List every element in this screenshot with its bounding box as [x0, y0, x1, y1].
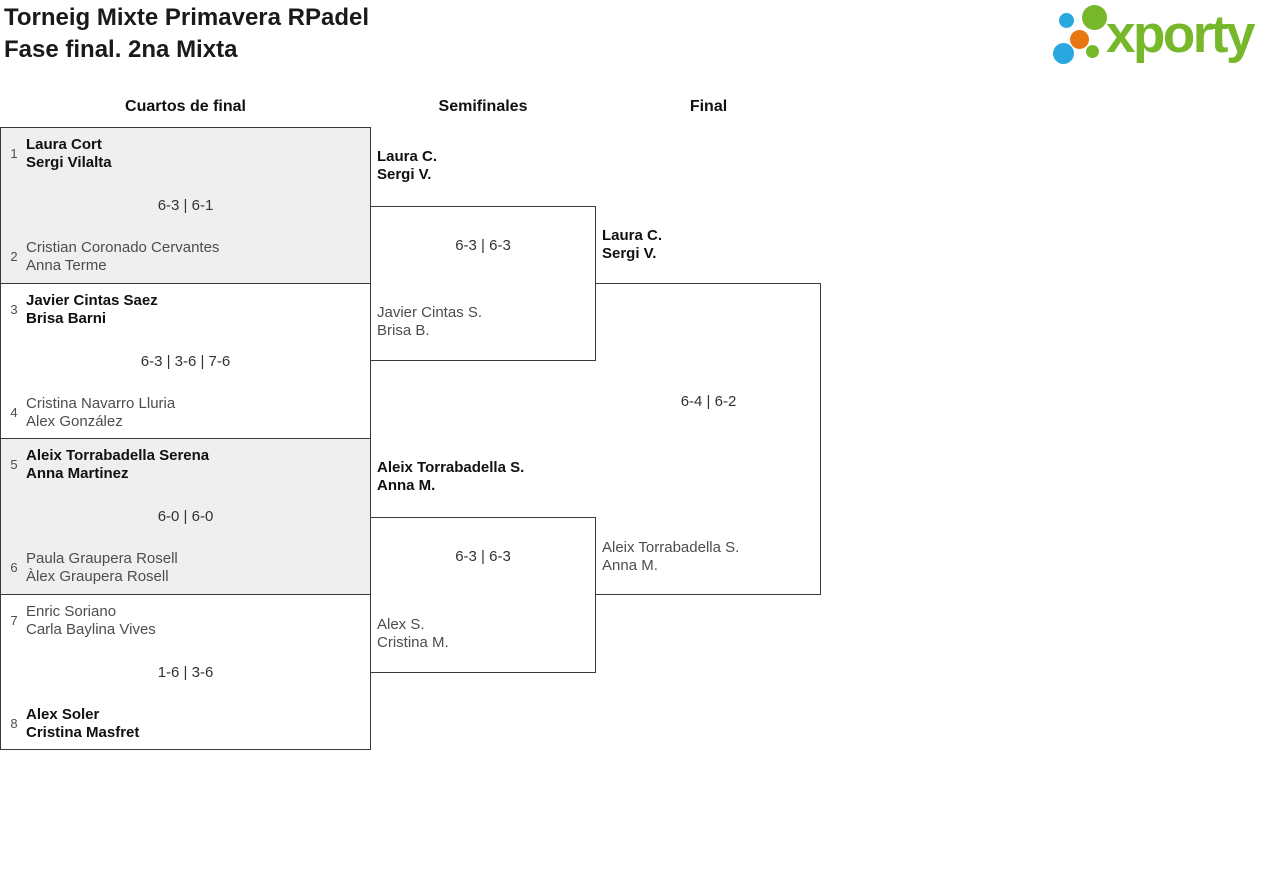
player-name: Anna Terme [26, 257, 107, 274]
qf2-team-bottom: Cristina Navarro Lluria Alex González [26, 395, 175, 431]
player-name: Cristina M. [377, 634, 449, 651]
sf1-team-bottom: Javier Cintas S. Brisa B. [377, 304, 482, 340]
sf2-team-bottom: Alex S. Cristina M. [377, 616, 449, 652]
player-name: Laura Cort [26, 136, 102, 153]
round-header-quarterfinals: Cuartos de final [125, 98, 246, 115]
qf4-team-bottom: Alex Soler Cristina Masfret [26, 706, 139, 742]
logo-dot-green-small-icon [1086, 45, 1099, 58]
player-name: Brisa Barni [26, 310, 107, 327]
qf3-score: 6-0 | 6-0 [157, 508, 214, 525]
tournament-title: Torneig Mixte Primavera RPadel [4, 4, 370, 31]
player-name: Anna Martinez [26, 465, 129, 482]
final-team-bottom: Aleix Torrabadella S. Anna M. [602, 539, 739, 575]
logo-dot-green-large-icon [1082, 5, 1107, 30]
player-name: Cristina Masfret [26, 724, 140, 741]
sf1-score: 6-3 | 6-3 [455, 237, 511, 254]
player-name: Alex S. [377, 616, 425, 633]
player-name: Aleix Torrabadella Serena [26, 447, 210, 464]
player-name: Laura C. [602, 227, 663, 244]
qf-match-1-box [0, 127, 371, 284]
player-name: Laura C. [377, 148, 438, 165]
player-name: Cristina Navarro Lluria [26, 395, 176, 412]
qf3-seed-bottom: 6 [10, 560, 18, 575]
qf-match-3-box [0, 438, 371, 595]
qf1-team-top: Laura Cort Sergi Vilalta [26, 136, 112, 172]
sf2-team-top: Aleix Torrabadella S. Anna M. [377, 459, 524, 495]
player-name: Aleix Torrabadella S. [377, 459, 525, 476]
player-name: Javier Cintas Saez [26, 292, 158, 309]
final-match-box [596, 283, 821, 595]
player-name: Cristian Coronado Cervantes [26, 239, 220, 256]
sf2-score: 6-3 | 6-3 [455, 548, 511, 565]
player-name: Enric Soriano [26, 603, 117, 620]
player-name: Carla Baylina Vives [26, 621, 156, 638]
tournament-phase: Fase final. 2na Mixta [4, 36, 238, 63]
player-name: Anna M. [602, 557, 658, 574]
qf4-seed-bottom: 8 [10, 716, 18, 731]
player-name: Javier Cintas S. [377, 304, 483, 321]
qf3-team-bottom: Paula Graupera Rosell Àlex Graupera Rose… [26, 550, 178, 586]
qf4-seed-top: 7 [10, 613, 18, 628]
round-header-semifinals: Semifinales [438, 98, 528, 115]
qf1-score: 6-3 | 6-1 [157, 197, 214, 214]
qf1-seed-bottom: 2 [10, 249, 18, 264]
round-header-final: Final [689, 98, 728, 115]
logo-dot-blue-large-icon [1053, 43, 1074, 64]
player-name: Alex González [26, 413, 123, 430]
logo-wordmark: xporty [1106, 5, 1255, 64]
qf4-team-top: Enric Soriano Carla Baylina Vives [26, 603, 156, 639]
qf3-seed-top: 5 [10, 457, 18, 472]
player-name: Aleix Torrabadella S. [602, 539, 740, 556]
sf1-team-top: Laura C. Sergi V. [377, 148, 437, 184]
player-name: Anna M. [377, 477, 436, 494]
player-name: Sergi V. [377, 166, 432, 183]
player-name: Sergi Vilalta [26, 154, 112, 171]
qf2-score: 6-3 | 3-6 | 7-6 [140, 353, 231, 370]
sf-match-2-box [370, 517, 596, 673]
player-name: Brisa B. [377, 322, 430, 339]
player-name: Alex Soler [26, 706, 100, 723]
qf2-seed-bottom: 4 [10, 405, 18, 420]
qf1-team-bottom: Cristian Coronado Cervantes Anna Terme [26, 239, 219, 275]
player-name: Sergi V. [602, 245, 657, 262]
final-team-top: Laura C. Sergi V. [602, 227, 662, 263]
qf2-team-top: Javier Cintas Saez Brisa Barni [26, 292, 158, 328]
player-name: Paula Graupera Rosell [26, 550, 178, 567]
qf4-score: 1-6 | 3-6 [157, 664, 214, 681]
qf1-seed-top: 1 [10, 146, 18, 161]
logo-dot-orange-icon [1070, 30, 1089, 49]
logo-dot-blue-small-icon [1059, 13, 1074, 28]
qf3-team-top: Aleix Torrabadella Serena Anna Martinez [26, 447, 209, 483]
sf-match-1-box [370, 206, 596, 361]
final-score: 6-4 | 6-2 [680, 393, 737, 410]
player-name: Àlex Graupera Rosell [26, 568, 169, 585]
qf2-seed-top: 3 [10, 302, 18, 317]
